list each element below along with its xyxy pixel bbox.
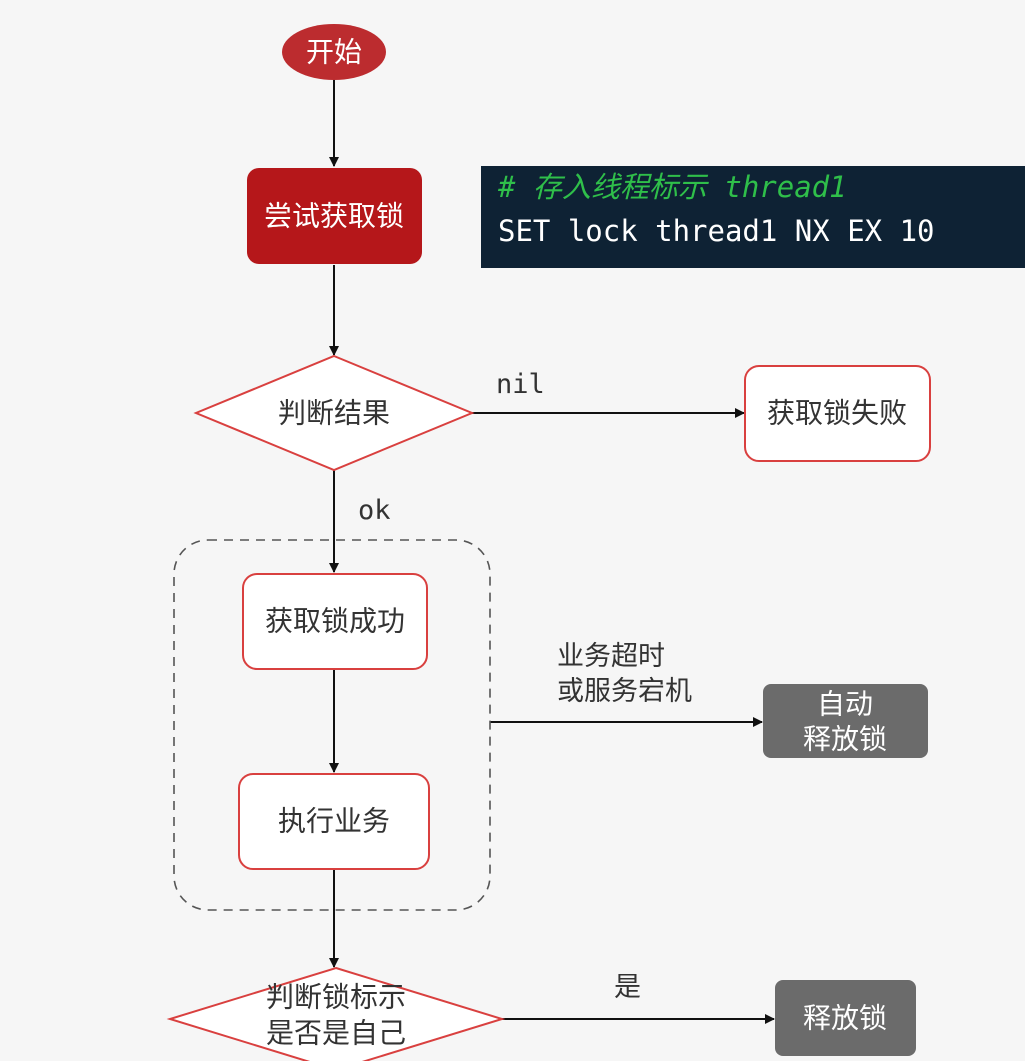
lock-failed-label: 获取锁失败 [767,397,907,430]
judge-owner-label-line1: 判断锁标示 [266,981,406,1014]
lock-success-label: 获取锁成功 [265,605,405,638]
edge-label-nil: nil [496,369,545,400]
auto-release-label-line2: 释放锁 [803,723,887,756]
code-comment: # 存入线程标示 thread1 [497,170,847,204]
edge-label-yes: 是 [614,972,641,1003]
edge-label-ok: ok [358,495,391,526]
code-command: SET lock thread1 NX EX 10 [498,214,935,248]
release-lock-label: 释放锁 [803,1002,887,1035]
lock-failed-node: 获取锁失败 [744,365,931,462]
lock-success-node: 获取锁成功 [242,573,428,670]
auto-release-label-line1: 自动 [817,688,873,721]
judge-owner-label-line2: 是否是自己 [266,1017,406,1050]
release-lock-node: 释放锁 [775,980,916,1056]
code-box: # 存入线程标示 thread1 SET lock thread1 NX EX … [481,166,1025,268]
edge-label-timeout-line1: 业务超时 [557,641,665,672]
dashed-group-box [173,539,491,911]
judge-result-node: 判断结果 [193,354,475,472]
try-lock-label: 尝试获取锁 [264,200,404,233]
edge-label-timeout-line2: 或服务宕机 [557,676,692,707]
execute-business-node: 执行业务 [238,773,430,870]
try-lock-node: 尝试获取锁 [247,168,422,264]
judge-owner-node: 判断锁标示 是否是自己 [166,966,506,1061]
start-label: 开始 [306,36,362,69]
start-node: 开始 [282,24,386,80]
judge-result-label: 判断结果 [278,397,390,430]
auto-release-node: 自动 释放锁 [763,684,928,758]
execute-business-label: 执行业务 [278,805,390,838]
